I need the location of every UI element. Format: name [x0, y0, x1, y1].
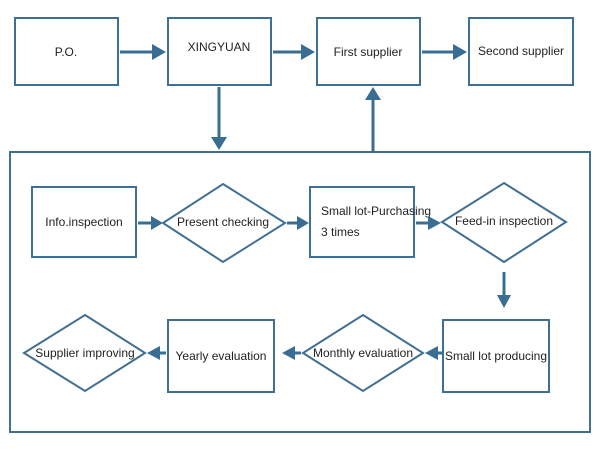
node-first-supplier-label: First supplier	[334, 45, 403, 59]
node-monthly-evaluation-diamond	[301, 313, 425, 393]
node-small-lot-purchasing-label: Small lot-Purchasing 3 times	[321, 204, 434, 239]
node-small-lot-producing-box	[442, 319, 550, 393]
node-monthly-evaluation-label: Monthly evaluation	[313, 346, 413, 360]
arrow-present-to-purchasing-head	[297, 216, 309, 230]
node-small-lot-purchasing-box	[309, 186, 415, 258]
node-present-checking-diamond	[161, 182, 287, 264]
node-info-inspection-box	[31, 186, 137, 258]
arrow-info-to-present-head	[151, 216, 163, 230]
node-second-supplier-box	[468, 17, 574, 86]
node-yearly-evaluation-label: Yearly evaluation	[176, 349, 267, 363]
node-small-lot-producing-label: Small lot producing	[445, 349, 547, 363]
node-present-checking-label: Present checking	[177, 215, 269, 229]
arrow-feed-in-to-producing-head	[497, 295, 511, 308]
node-xingyuan-box	[167, 17, 272, 86]
node-feed-in-inspection-label: Feed-in inspection	[455, 214, 553, 228]
arrow-yearly-to-improving-head	[147, 346, 160, 360]
node-supplier-improving-label: Supplier improving	[35, 346, 134, 360]
arrow-xingyuan-to-process-head	[211, 137, 227, 150]
node-first-supplier-box	[316, 17, 421, 86]
arrow-producing-to-monthly-head	[425, 346, 438, 360]
arrow-purchasing-to-feed-in-head	[428, 216, 441, 230]
node-small-lot-purchasing-line-1: Small lot-Purchasing	[321, 204, 431, 218]
node-po-box	[14, 17, 119, 86]
node-yearly-evaluation-box	[167, 319, 275, 393]
node-xingyuan-label: XINGYUAN	[188, 40, 251, 54]
arrow-xingyuan-to-first-supplier-head	[301, 44, 315, 60]
arrow-first-to-second-supplier-head	[453, 44, 467, 60]
node-info-inspection-label: Info.inspection	[45, 215, 122, 229]
arrow-po-to-xingyuan-head	[152, 44, 166, 60]
arrow-monthly-to-yearly-head	[282, 346, 295, 360]
node-small-lot-purchasing-line-2: 3 times	[321, 225, 360, 239]
node-po-label: P.O.	[55, 45, 77, 59]
arrow-process-to-first-supplier-head	[365, 87, 381, 100]
node-supplier-improving-diamond	[22, 313, 147, 393]
node-feed-in-inspection-diamond	[440, 181, 568, 264]
node-second-supplier-label: Second supplier	[478, 44, 564, 58]
